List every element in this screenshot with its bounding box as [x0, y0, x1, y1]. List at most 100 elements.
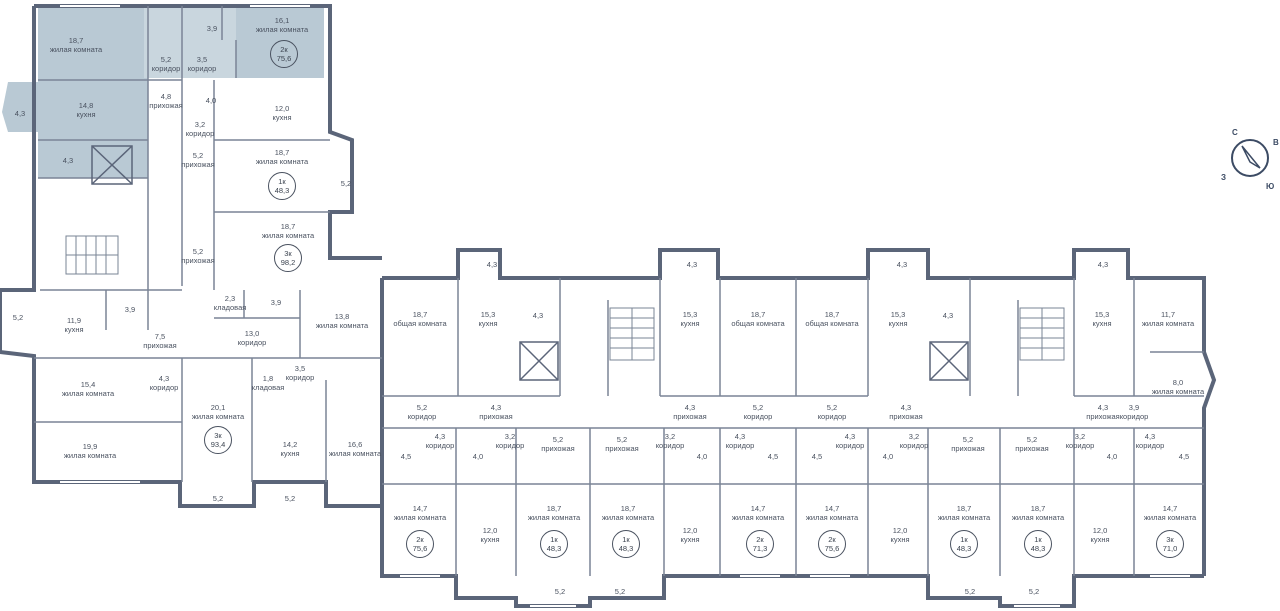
room-label: 4,0: [472, 452, 484, 461]
compass-north-label: С: [1232, 128, 1238, 137]
room-label: 5,2: [614, 587, 626, 596]
room-label: 4,3: [686, 260, 698, 269]
room-label: 5,2: [554, 587, 566, 596]
room-label: 3,9: [270, 298, 282, 307]
stairs-middle-2: [1019, 307, 1065, 361]
stairs-left: [65, 235, 119, 275]
windows: [60, 5, 1190, 607]
elevator-middle-2: [929, 341, 969, 381]
compass-east-label: В: [1273, 138, 1279, 147]
outer-walls: [0, 4, 1217, 608]
room-label: 4,3: [532, 311, 544, 320]
stairs-middle-1: [609, 307, 655, 361]
room-label: 4,0: [1106, 452, 1118, 461]
room-label: 4,0: [205, 96, 217, 105]
elevator-left: [91, 145, 133, 185]
room-label: 3,9: [124, 305, 136, 314]
room-label: 4,5: [400, 452, 412, 461]
compass-icon: [1231, 139, 1269, 177]
room-label: 4,3: [486, 260, 498, 269]
room-label: 5,2: [12, 313, 24, 322]
compass-west-label: З: [1221, 173, 1227, 182]
interior-walls: [34, 6, 1204, 576]
room-label: 5,2: [1028, 587, 1040, 596]
compass: [1228, 136, 1272, 180]
room-label: 4,5: [767, 452, 779, 461]
room-label: 4,5: [811, 452, 823, 461]
room-label: 4,5: [1178, 452, 1190, 461]
compass-south-label: Ю: [1266, 182, 1275, 191]
room-label: 5,2: [284, 494, 296, 503]
room-label: 4,3: [62, 156, 74, 165]
room-label: 4,0: [882, 452, 894, 461]
room-label: 4,3: [942, 311, 954, 320]
room-label: 4,3: [896, 260, 908, 269]
